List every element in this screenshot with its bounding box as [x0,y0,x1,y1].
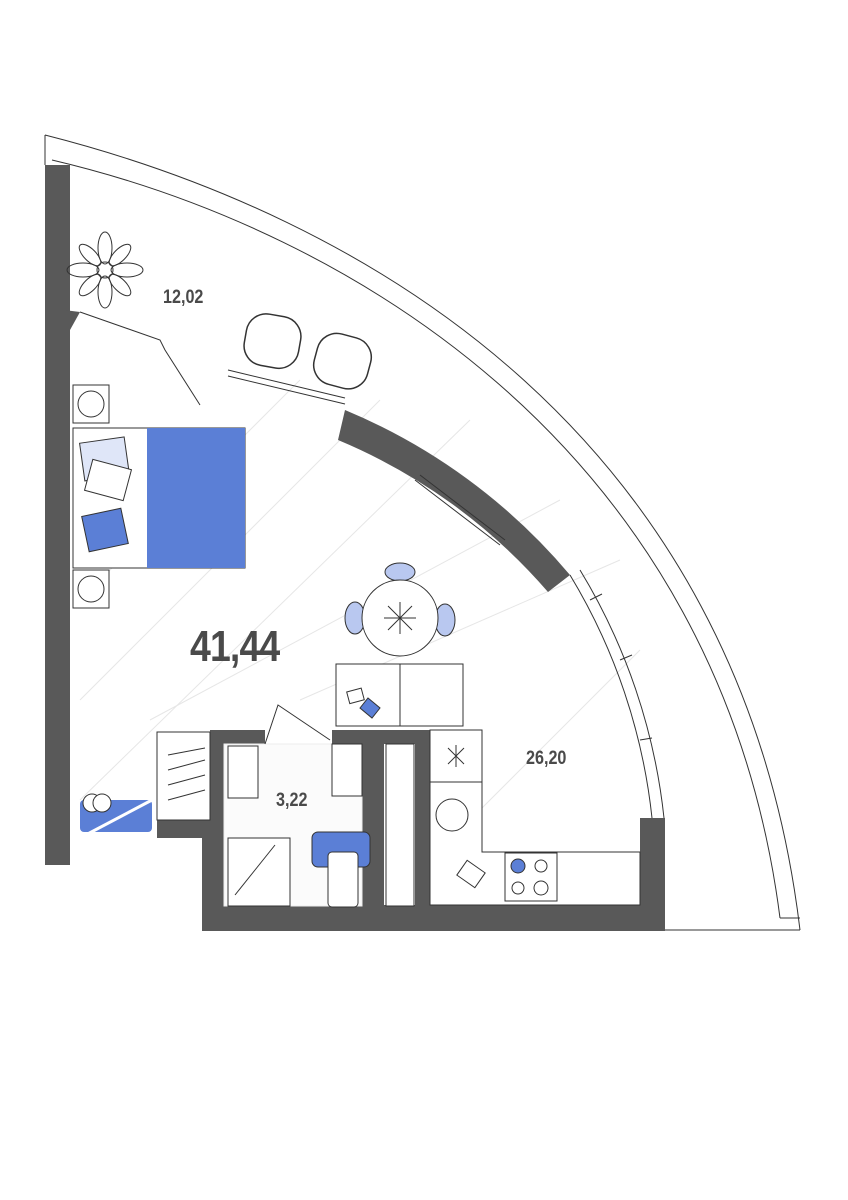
window-arc [414,474,665,819]
balcony-outline [44,134,801,931]
hallway-bench [79,793,153,840]
kitchen [385,729,641,907]
wardrobe [156,731,211,821]
balcony-door[interactable] [79,311,346,406]
total-area-label: 41,44 [190,622,280,671]
area-label-balcony: 12,02 [163,287,204,308]
armchair-icon [243,313,373,390]
area-label-bathroom: 3,22 [276,790,308,811]
plant-icon [66,231,144,309]
bed [72,427,246,569]
bathroom-fixtures [223,704,371,908]
area-label-living-kitchen: 26,20 [526,748,567,769]
sofa [335,663,464,727]
nightstand-icon [72,384,110,609]
dining-table [344,562,456,657]
